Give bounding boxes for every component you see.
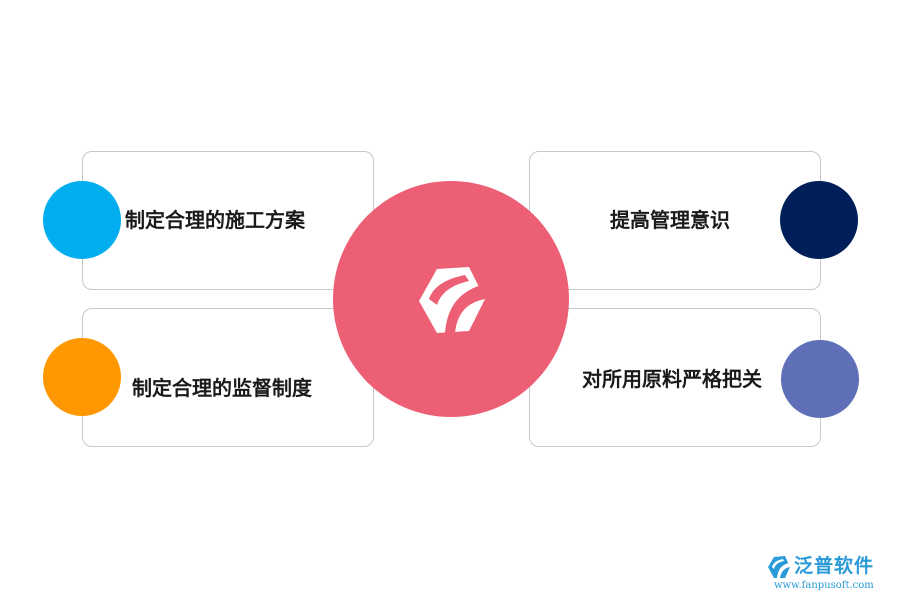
card-label-management-awareness: 提高管理意识 bbox=[610, 208, 730, 232]
watermark: 泛普软件 www.fanpusoft.com bbox=[766, 550, 888, 594]
card-label-construction-plan: 制定合理的施工方案 bbox=[125, 208, 305, 232]
card-label-material-control: 对所用原料严格把关 bbox=[582, 367, 762, 391]
fanpu-logo-icon bbox=[768, 556, 790, 578]
dot-periwinkle bbox=[781, 340, 859, 418]
card-material-control: 对所用原料严格把关 bbox=[529, 308, 821, 447]
card-construction-plan: 制定合理的施工方案 bbox=[82, 151, 374, 290]
card-label-supervision-system: 制定合理的监督制度 bbox=[132, 376, 312, 400]
dot-orange bbox=[43, 338, 121, 416]
dot-navy bbox=[780, 181, 858, 259]
watermark-brand-name: 泛普软件 bbox=[794, 555, 875, 577]
center-circle bbox=[333, 181, 569, 417]
fanpu-logo-icon bbox=[419, 267, 485, 333]
card-supervision-system: 制定合理的监督制度 bbox=[82, 308, 374, 447]
dot-cyan bbox=[43, 181, 121, 259]
watermark-url: www.fanpusoft.com bbox=[774, 580, 874, 591]
card-management-awareness: 提高管理意识 bbox=[529, 151, 821, 290]
